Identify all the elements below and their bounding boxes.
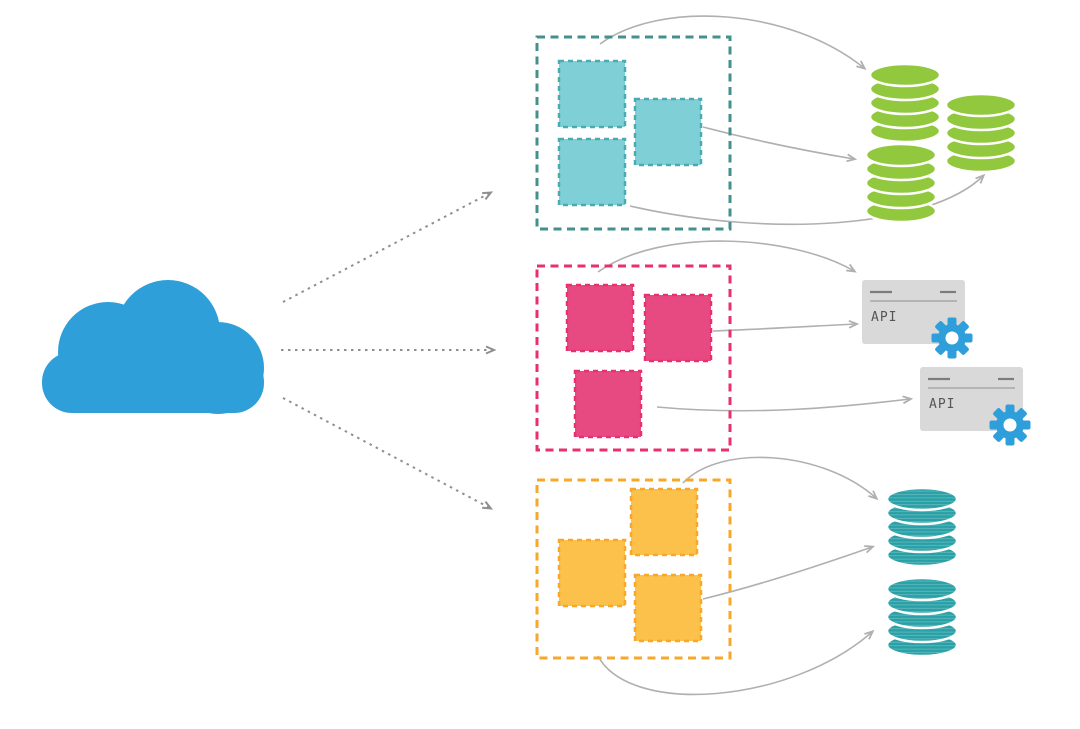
teal-square-3	[633, 97, 703, 167]
arrow-orange-group-to-teal-db-1	[682, 456, 879, 501]
teal-square-1	[557, 59, 627, 129]
pink-square-3	[573, 369, 643, 439]
api-card-1: API	[862, 280, 973, 359]
orange-square-3	[633, 573, 703, 643]
green-db-stack-1	[868, 62, 942, 144]
arrow-pink-square-to-api-card-1	[712, 320, 860, 332]
dotted-arrow-cloud-to-orange-group	[282, 397, 494, 510]
dotted-arrow-cloud-to-teal-group	[282, 191, 494, 303]
arrow-pink-group-to-api-card-1	[597, 240, 857, 273]
arrow-teal-group-to-green-db-1	[599, 15, 867, 71]
green-db-stack-2	[944, 92, 1018, 174]
green-db-stack-3	[864, 142, 938, 224]
arrow-teal-square-to-green-db-2	[702, 126, 858, 163]
orange-service-group	[535, 478, 732, 660]
gear-icon	[989, 404, 1031, 446]
arrow-teal-group-to-green-db-3	[629, 173, 986, 226]
gear-icon	[931, 317, 973, 359]
orange-square-1	[629, 487, 699, 557]
api-label: API	[929, 397, 955, 412]
teal-group-border	[535, 35, 732, 231]
pink-service-group	[535, 264, 732, 452]
arrow-orange-square-to-teal-db-1	[702, 545, 876, 600]
pink-square-1	[565, 283, 635, 353]
arrow-orange-group-to-teal-db-2	[597, 629, 875, 696]
orange-group-border	[535, 478, 732, 660]
api-label: API	[871, 310, 897, 325]
teal-db-stack-1	[885, 486, 959, 568]
teal-db-stack-2	[885, 576, 959, 658]
arrow-pink-square-to-api-card-2	[656, 395, 914, 412]
pink-square-2	[643, 293, 713, 363]
teal-square-2	[557, 137, 627, 207]
teal-service-group	[535, 35, 732, 231]
pink-group-border	[535, 264, 732, 452]
orange-square-2	[557, 538, 627, 608]
cloud-icon	[42, 280, 264, 414]
api-card-2: API	[920, 367, 1031, 446]
